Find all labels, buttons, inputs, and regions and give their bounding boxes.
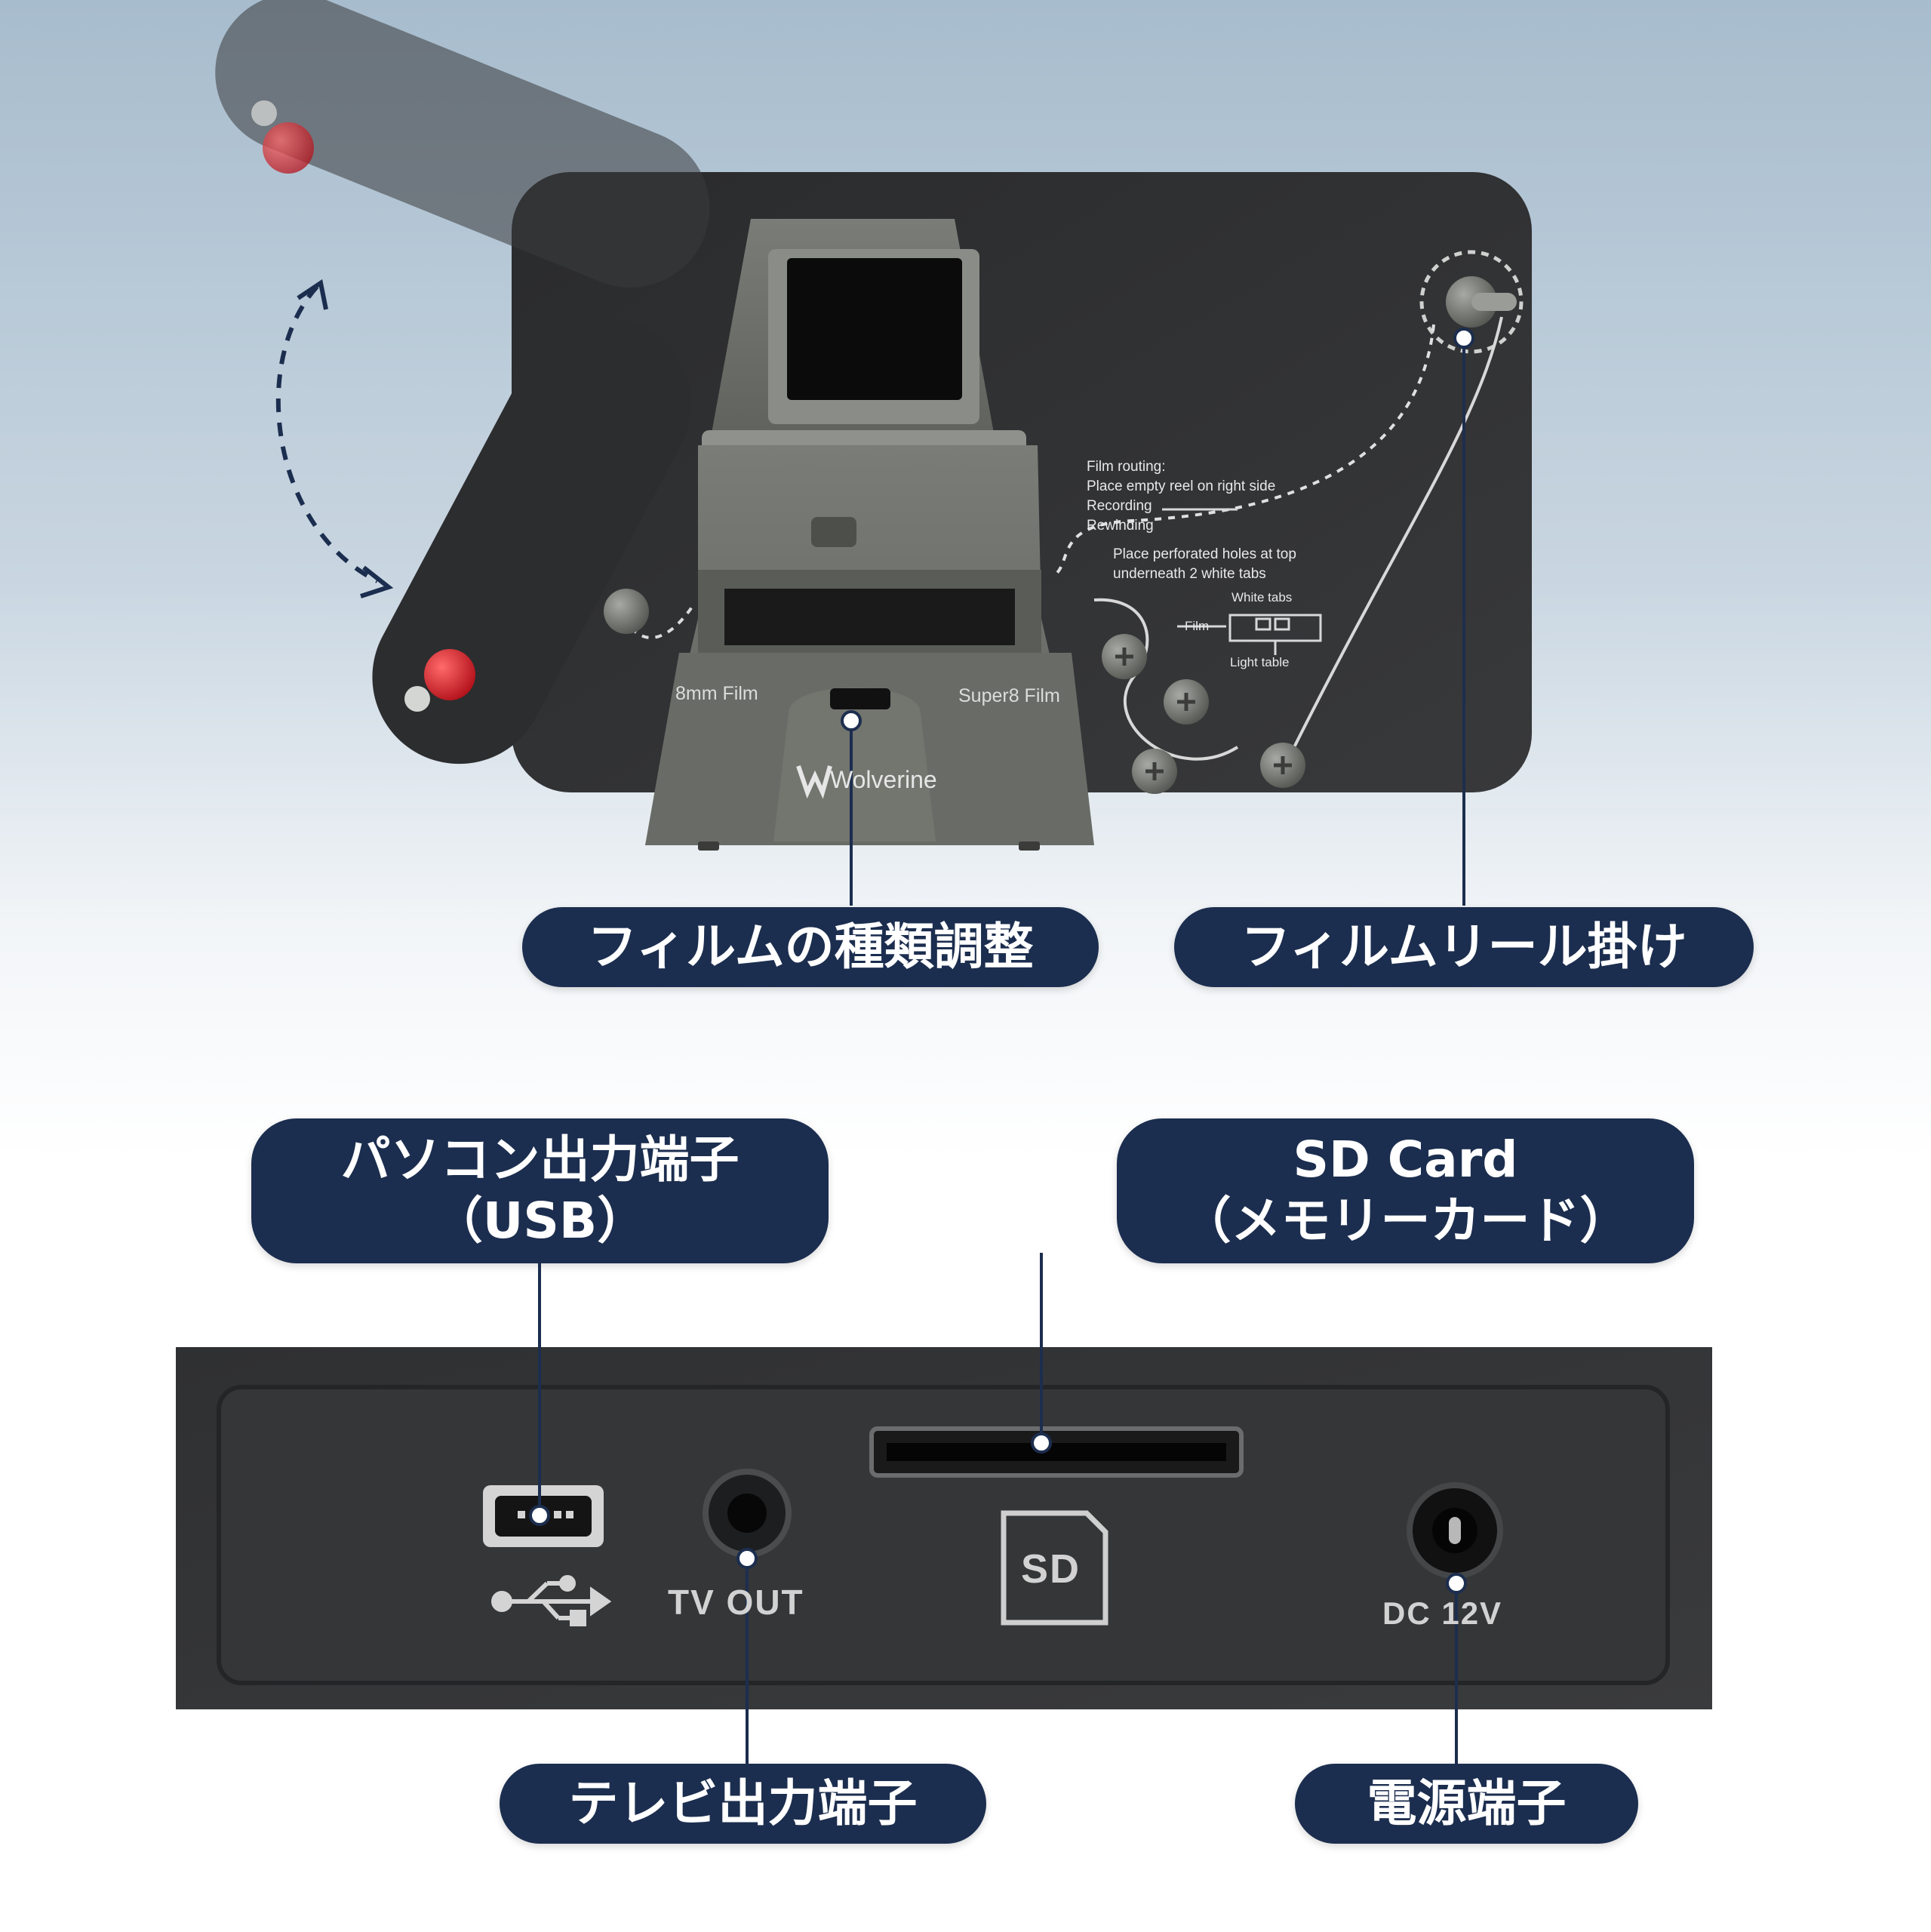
film-gate: [724, 589, 1015, 645]
film-8mm-label: 8mm Film: [675, 683, 758, 704]
callout-sd-line1: SD Card: [1293, 1131, 1518, 1189]
light-table-label: Light table: [1230, 655, 1290, 669]
routing-recording: Recording: [1087, 498, 1152, 514]
scanner-graphic: [215, 0, 1532, 906]
port-panel-graphic: [176, 1253, 1712, 1766]
routing-rewinding: Rewinding: [1087, 518, 1154, 534]
ghost-red-pin: [263, 122, 314, 174]
routing-reel: Place empty reel on right side: [1087, 478, 1276, 494]
sd-icon-label: SD: [1021, 1546, 1081, 1592]
white-tabs-label: White tabs: [1231, 590, 1293, 605]
callout-sd: SD Card （メモリーカード）: [1117, 1118, 1694, 1263]
callout-tv-out: テレビ出力端子: [500, 1764, 986, 1844]
film-type-slider: [830, 688, 890, 709]
callout-sd-line2: （メモリーカード）: [1181, 1192, 1630, 1250]
callout-film-reel: フィルムリール掛け: [1174, 907, 1754, 987]
perforated-line-1: Place perforated holes at top: [1113, 546, 1296, 562]
callout-film-reel-text: フィルムリール掛け: [1241, 917, 1687, 976]
routing-title: Film routing:: [1087, 459, 1166, 475]
film-word-label: Film: [1185, 619, 1210, 633]
callout-usb: パソコン出力端子 （USB）: [251, 1118, 829, 1263]
usb-icon: [491, 1575, 612, 1626]
tv-out-label: TV OUT: [668, 1583, 804, 1622]
lcd-screen: [787, 258, 962, 400]
film-super8-label: Super8 Film: [958, 685, 1060, 706]
brand-logo-text: Wolverine: [830, 766, 937, 793]
callout-usb-line2: （USB）: [432, 1192, 647, 1250]
callout-film-type: フィルムの種類調整: [522, 907, 1099, 987]
callout-power-text: 電源端子: [1367, 1774, 1567, 1832]
perforated-line-2: underneath 2 white tabs: [1113, 566, 1266, 582]
callout-film-type-text: フィルムの種類調整: [587, 917, 1034, 976]
callout-usb-line1: パソコン出力端子: [340, 1131, 739, 1189]
callout-tv-out-text: テレビ出力端子: [568, 1774, 918, 1832]
film-scanner-illustration: 8mm Film Super8 Film Wolverine Film rout…: [0, 0, 1931, 906]
callout-power: 電源端子: [1295, 1764, 1638, 1844]
red-pin: [424, 649, 475, 700]
sd-card-icon: [1001, 1510, 1108, 1626]
dc-label: DC 12V: [1382, 1595, 1503, 1631]
